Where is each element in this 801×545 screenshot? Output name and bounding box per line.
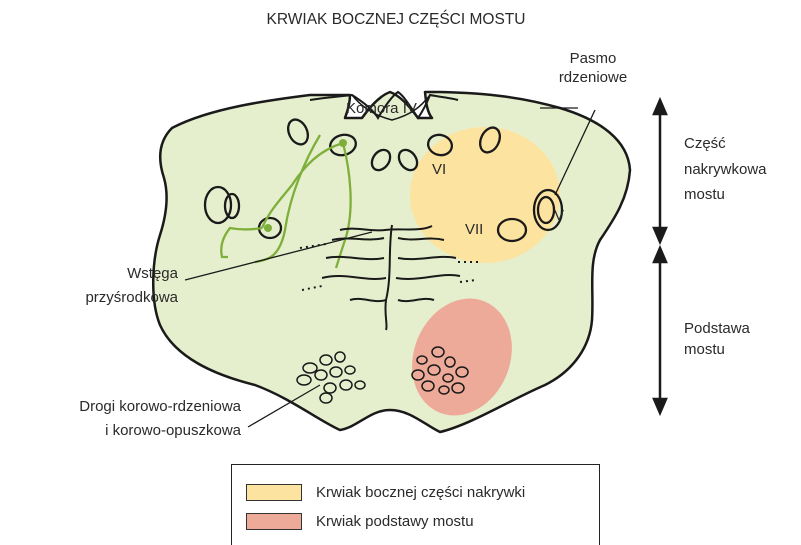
label-vii: VII xyxy=(465,220,483,240)
legend-swatch-tegmental xyxy=(246,484,302,501)
pons-outline xyxy=(153,92,630,432)
pathway-node-upper xyxy=(339,139,347,147)
label-drogi-2: i korowo-opuszkowa xyxy=(0,421,241,441)
label-pasmo: Pasmo xyxy=(548,49,638,69)
label-przysrodkowa: przyśrodkowa xyxy=(40,288,178,308)
label-komora-iv: Komora IV xyxy=(346,99,417,119)
label-drogi-1: Drogi korowo-rdzeniowa xyxy=(0,397,241,417)
label-v: V xyxy=(554,206,564,226)
label-nakrywkowa: nakrywkowa xyxy=(684,160,767,180)
base-arrow xyxy=(654,248,666,413)
tegmentum-arrow xyxy=(654,100,666,242)
legend-swatch-basal xyxy=(246,513,302,530)
pathway-node-lower xyxy=(264,224,272,232)
legend-label-basal: Krwiak podstawy mostu xyxy=(316,511,474,533)
label-czesc: Część xyxy=(684,134,726,154)
legend: Krwiak bocznej części nakrywki Krwiak po… xyxy=(231,464,600,545)
label-rdzeniowe: rdzeniowe xyxy=(548,68,638,88)
label-vi: VI xyxy=(432,160,446,180)
diagram-title: KRWIAK BOCZNEJ CZĘŚCI MOSTU xyxy=(226,10,566,30)
label-wstega: Wstęga xyxy=(40,264,178,284)
label-mostu-top: mostu xyxy=(684,185,725,205)
label-mostu-bottom: mostu xyxy=(684,340,725,360)
legend-label-tegmental: Krwiak bocznej części nakrywki xyxy=(316,482,525,504)
label-podstawa: Podstawa xyxy=(684,319,750,339)
